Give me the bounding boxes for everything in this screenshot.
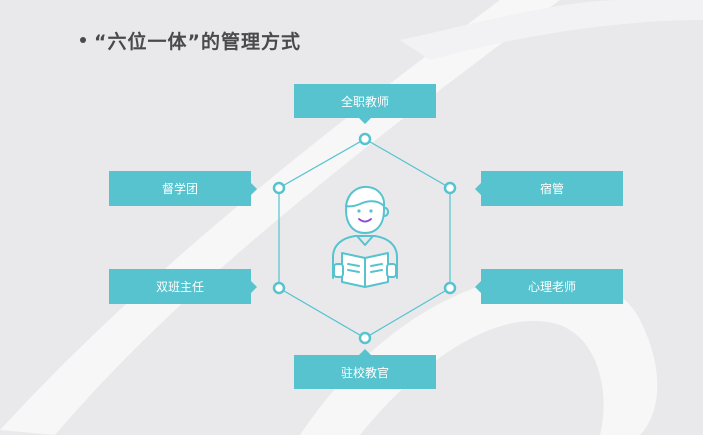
vertex-node-lower-right bbox=[443, 281, 457, 295]
node-label-dual-head-teacher: 双班主任 bbox=[155, 280, 204, 294]
vertex-node-bottom bbox=[358, 331, 372, 345]
node-box-resident-instructor: 驻校教官 bbox=[294, 349, 436, 389]
node-label-psychology-teacher: 心理老师 bbox=[527, 280, 576, 294]
node-box-psychology-teacher: 心理老师 bbox=[475, 269, 623, 304]
hexagon-outline bbox=[278, 138, 451, 339]
node-box-full-time-teacher: 全职教师 bbox=[294, 84, 436, 124]
page-title: “六位一体”的管理方式 bbox=[80, 24, 301, 56]
node-label-full-time-teacher: 全职教师 bbox=[340, 94, 389, 109]
hexagon-vertex-nodes bbox=[272, 132, 457, 345]
vertex-node-upper-left bbox=[272, 181, 286, 195]
vertex-node-lower-left bbox=[272, 281, 286, 295]
title-text: “六位一体”的管理方式 bbox=[94, 30, 301, 53]
node-label-dorm-manager: 宿管 bbox=[539, 182, 564, 196]
node-box-dorm-manager: 宿管 bbox=[475, 171, 623, 206]
vertex-node-top bbox=[358, 132, 372, 146]
node-box-dual-head-teacher: 双班主任 bbox=[109, 269, 257, 304]
node-box-supervision-team: 督学团 bbox=[109, 171, 257, 206]
title-bullet bbox=[80, 37, 86, 43]
node-label-resident-instructor: 驻校教官 bbox=[340, 365, 389, 380]
vertex-node-upper-right bbox=[443, 181, 457, 195]
teacher-reading-book-icon bbox=[332, 185, 398, 288]
node-label-supervision-team: 督学团 bbox=[161, 182, 198, 196]
